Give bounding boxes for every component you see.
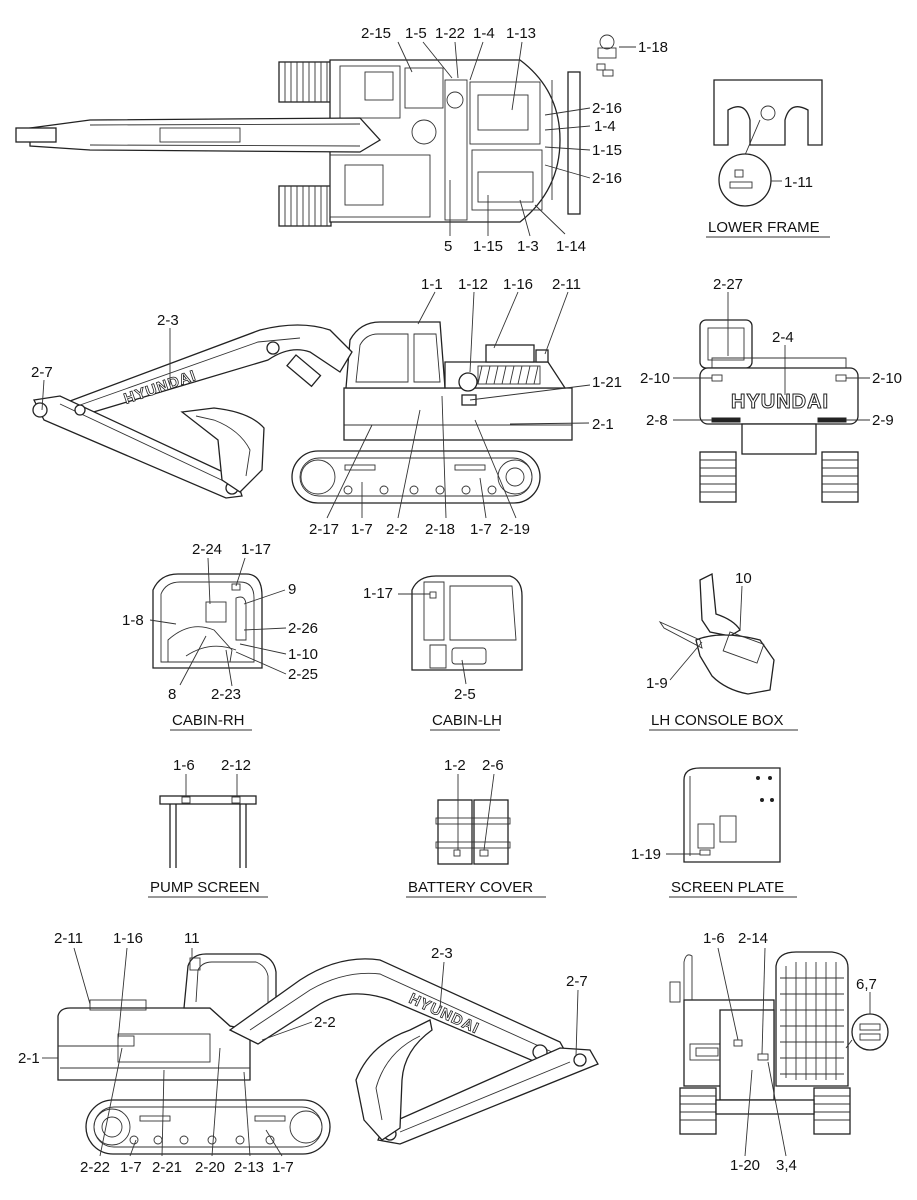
counterweight-brand-text: HYUNDAI [731, 391, 829, 413]
callout-label: 1-7 [120, 1159, 142, 1176]
callout-label: 2-1 [592, 416, 614, 433]
callout-label: 6,7 [856, 976, 877, 993]
callout-label: 1-3 [517, 238, 539, 255]
side-view-rh: HYUNDAI 2-11 1-16 11 [18, 930, 599, 1176]
callout-label: 1-11 [784, 174, 813, 191]
callout-label: 1-7 [272, 1159, 294, 1176]
callout-label: 1-6 [173, 757, 195, 774]
callout-label: 2-1 [18, 1050, 40, 1067]
callout-label: 1-4 [594, 118, 616, 135]
view-caption: LH CONSOLE BOX [651, 712, 784, 729]
screen-plate-view: 1-19 SCREEN PLATE [631, 767, 797, 898]
callout-label: 2-18 [425, 521, 455, 538]
callout-label: 2-26 [288, 620, 318, 637]
callout-label: 1-16 [113, 930, 143, 947]
callout-label: 1-19 [631, 846, 661, 863]
callout-label: 2-16 [592, 170, 622, 187]
callout-label: 8 [168, 686, 176, 703]
callout-label: 5 [444, 238, 452, 255]
callout-label: 1-10 [288, 646, 318, 663]
callout-label: 2-24 [192, 541, 222, 558]
lh-console-box-view: 10 1-9 LH CONSOLE BOX [646, 570, 798, 731]
callout-label: 2-23 [211, 686, 241, 703]
callout-label: 1-15 [592, 142, 622, 159]
side-view-lh: HYUNDAI 1-1 1-1 [31, 276, 622, 538]
callout-label: 2-11 [552, 276, 581, 293]
cabin-rh-view: 2-24 1-17 9 1-8 2-26 1-10 2-25 8 2-23 CA… [122, 541, 318, 731]
callout-label: 1-5 [405, 25, 427, 42]
callout-label: 1-16 [503, 276, 533, 293]
callout-label: 2-22 [80, 1159, 110, 1176]
callout-label: 2-8 [646, 412, 668, 429]
view-caption: BATTERY COVER [408, 879, 533, 896]
callout-label: 2-17 [309, 521, 339, 538]
callout-label: 2-25 [288, 666, 318, 683]
callout-label: 1-8 [122, 612, 144, 629]
callout-label: 2-21 [152, 1159, 182, 1176]
side-rh-labels: 2-11 1-16 11 2-3 2-7 2-1 2-2 2-22 1-7 2-… [18, 930, 588, 1176]
callout-label: 10 [735, 570, 752, 587]
front-view: 1-6 2-14 6,7 1-20 3,4 [669, 930, 889, 1174]
callout-label: 2-6 [482, 757, 504, 774]
pump-screen-view: 1-6 2-12 PUMP SCREEN [148, 757, 268, 898]
callout-label: 2-19 [500, 521, 530, 538]
view-caption: PUMP SCREEN [150, 879, 260, 896]
callout-label: 2-27 [713, 276, 743, 293]
callout-label: 1-22 [435, 25, 465, 42]
callout-label: 1-7 [470, 521, 492, 538]
callout-label: 1-15 [473, 238, 503, 255]
top-view: 2-15 1-5 1-22 1-4 1-13 1-18 2-16 1-4 1-1… [15, 25, 668, 255]
callout-label: 2-5 [454, 686, 476, 703]
callout-label: 1-12 [458, 276, 488, 293]
callout-label: 2-2 [314, 1014, 336, 1031]
callout-label: 2-12 [221, 757, 251, 774]
top-view-labels: 2-15 1-5 1-22 1-4 1-13 1-18 2-16 1-4 1-1… [361, 25, 668, 255]
callout-label: 1-17 [241, 541, 271, 558]
callout-label: 11 [184, 930, 200, 947]
callout-label: 2-13 [234, 1159, 264, 1176]
callout-label: 2-14 [738, 930, 768, 947]
callout-label: 1-4 [473, 25, 495, 42]
callout-label: 1-9 [646, 675, 668, 692]
callout-label: 2-20 [195, 1159, 225, 1176]
callout-label: 1-20 [730, 1157, 760, 1174]
rear-view: HYUNDAI 2-27 2-4 2-10 2-10 2-8 2-9 [640, 276, 902, 503]
callout-label: 2-7 [566, 973, 588, 990]
callout-label: 2-15 [361, 25, 391, 42]
callout-label: 1-1 [421, 276, 443, 293]
callout-label: 1-2 [444, 757, 466, 774]
callout-label: 1-6 [703, 930, 725, 947]
callout-label: 1-14 [556, 238, 586, 255]
view-caption: CABIN-RH [172, 712, 245, 729]
callout-label: 1-13 [506, 25, 536, 42]
callout-label: 2-3 [431, 945, 453, 962]
view-caption: CABIN-LH [432, 712, 502, 729]
callout-label: 1-21 [592, 374, 622, 391]
callout-label: 2-7 [31, 364, 53, 381]
view-caption: SCREEN PLATE [671, 879, 784, 896]
cabin-lh-view: 1-17 2-5 CABIN-LH [363, 575, 523, 731]
callout-label: 2-16 [592, 100, 622, 117]
callout-label: 2-3 [157, 312, 179, 329]
callout-label: 2-4 [772, 329, 794, 346]
callout-label: 1-18 [638, 39, 668, 56]
callout-label: 9 [288, 581, 296, 598]
callout-label: 1-17 [363, 585, 393, 602]
callout-label: 2-10 [872, 370, 902, 387]
view-caption: LOWER FRAME [708, 219, 820, 236]
callout-label: 2-11 [54, 930, 83, 947]
callout-label: 2-2 [386, 521, 408, 538]
callout-label: 3,4 [776, 1157, 797, 1174]
callout-label: 2-9 [872, 412, 894, 429]
callout-label: 2-10 [640, 370, 670, 387]
battery-cover-view: 1-2 2-6 BATTERY COVER [406, 757, 546, 898]
lower-frame-view: 1-11 LOWER FRAME [706, 79, 830, 238]
callout-label: 1-7 [351, 521, 373, 538]
side-lh-labels: 1-1 1-12 1-16 2-11 2-3 2-7 1-21 2-1 2-17… [31, 276, 622, 538]
